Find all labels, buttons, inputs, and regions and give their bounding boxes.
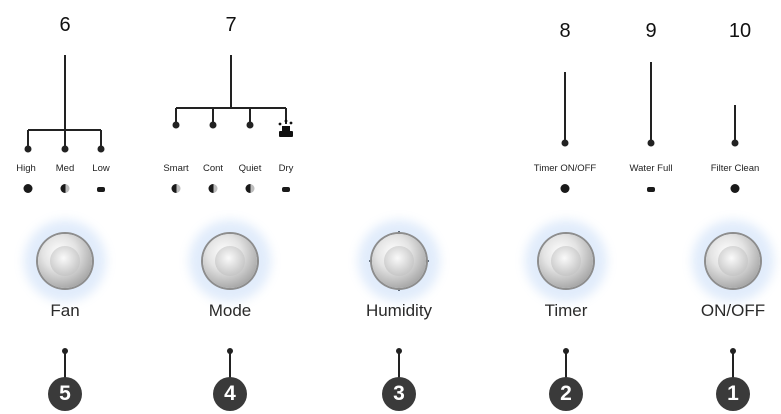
humidity-knob[interactable] <box>372 234 426 288</box>
dot-timer <box>561 139 569 147</box>
indicator-label-water-full: Water Full <box>629 163 673 174</box>
dot-filter <box>731 139 739 147</box>
led-dry <box>282 187 290 192</box>
dot-power-leader <box>730 348 736 354</box>
badge-1: 1 <box>716 377 750 411</box>
callout-10: 10 <box>728 20 752 42</box>
dot-high <box>24 145 32 153</box>
callout-6: 6 <box>59 14 71 36</box>
dot-med <box>61 145 69 153</box>
fan-knob[interactable] <box>38 234 92 288</box>
led-filter-clean <box>730 184 740 193</box>
indicator-label-high: High <box>16 163 36 174</box>
dot-low <box>97 145 105 153</box>
dot-smart <box>172 121 180 129</box>
badge-5: 5 <box>48 377 82 411</box>
dot-water <box>647 139 655 147</box>
indicator-label-dry: Dry <box>278 163 294 174</box>
control-label-mode: Mode <box>208 301 252 320</box>
control-label-timer: Timer <box>544 301 588 320</box>
indicator-label-quiet: Quiet <box>238 163 262 174</box>
badge-3: 3 <box>382 377 416 411</box>
control-label-power: ON/OFF <box>700 301 766 320</box>
dot-mode-leader <box>227 348 233 354</box>
led-smart <box>171 184 181 193</box>
led-high <box>23 184 33 193</box>
mode-knob[interactable] <box>203 234 257 288</box>
callout-7: 7 <box>225 14 237 36</box>
callout-8: 8 <box>559 20 571 42</box>
led-low <box>97 187 105 192</box>
control-label-fan: Fan <box>50 301 80 320</box>
dot-timer-leader <box>563 348 569 354</box>
power-knob[interactable] <box>706 234 760 288</box>
control-label-humidity: Humidity <box>365 301 433 320</box>
indicator-label-timer: Timer ON/OFF <box>533 163 597 174</box>
indicator-label-filter-clean: Filter Clean <box>710 163 760 174</box>
indicator-label-low: Low <box>92 163 110 174</box>
badge-2: 2 <box>549 377 583 411</box>
dot-cont <box>209 121 217 129</box>
led-cont <box>208 184 218 193</box>
timer-knob[interactable] <box>539 234 593 288</box>
drip-tray-icon <box>278 119 293 137</box>
led-timer <box>560 184 570 193</box>
indicator-label-med: Med <box>55 163 75 174</box>
led-quiet <box>245 184 255 193</box>
indicator-label-smart: Smart <box>163 163 189 174</box>
indicator-label-cont: Cont <box>202 163 224 174</box>
callout-9: 9 <box>645 20 657 42</box>
dot-fan-leader <box>62 348 68 354</box>
dot-humidity-leader <box>396 348 402 354</box>
badge-4: 4 <box>213 377 247 411</box>
led-med <box>60 184 70 193</box>
dot-quiet <box>246 121 254 129</box>
led-water-full <box>647 187 655 192</box>
